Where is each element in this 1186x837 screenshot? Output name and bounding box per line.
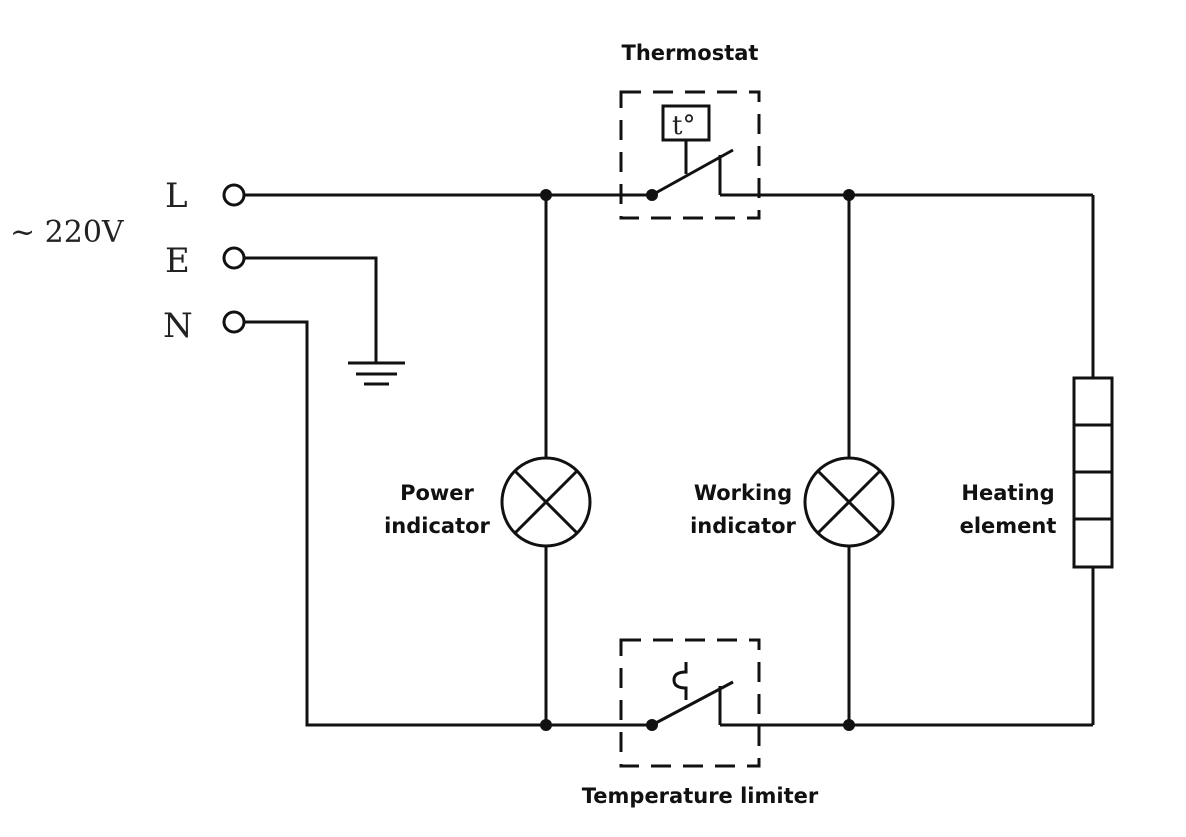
junction-node (843, 719, 855, 731)
heating-element-label-line2: element (960, 514, 1057, 538)
thermostat-switch-icon: t° (621, 92, 759, 218)
terminal-label-l: L (165, 176, 188, 216)
junction-node (540, 189, 552, 201)
temperature-limiter-label: Temperature limiter (582, 784, 819, 808)
thermostat-label: Thermostat (622, 41, 759, 65)
power-indicator-label-line2: indicator (384, 514, 490, 538)
terminal-label-e: E (165, 241, 190, 281)
working-indicator-label-line2: indicator (690, 514, 796, 538)
supply-voltage-label: ~ 220V (10, 215, 125, 250)
terminal-n (224, 312, 244, 332)
junction-node (540, 719, 552, 731)
heating-element-icon (1074, 378, 1112, 567)
working-indicator-lamp-icon (805, 458, 893, 546)
heating-element-label-line1: Heating (961, 481, 1054, 505)
power-indicator-lamp-icon (502, 458, 590, 546)
terminal-label-n: N (163, 306, 193, 346)
junction-node (843, 189, 855, 201)
working-indicator-label-line1: Working (694, 481, 792, 505)
earth-wire (244, 258, 376, 363)
terminal-e (224, 248, 244, 268)
temperature-limiter-switch-icon (621, 640, 759, 766)
power-indicator-label-line1: Power (400, 481, 474, 505)
thermostat-symbol-text: t° (672, 111, 695, 141)
terminal-l (224, 185, 244, 205)
ground-icon (348, 363, 405, 384)
